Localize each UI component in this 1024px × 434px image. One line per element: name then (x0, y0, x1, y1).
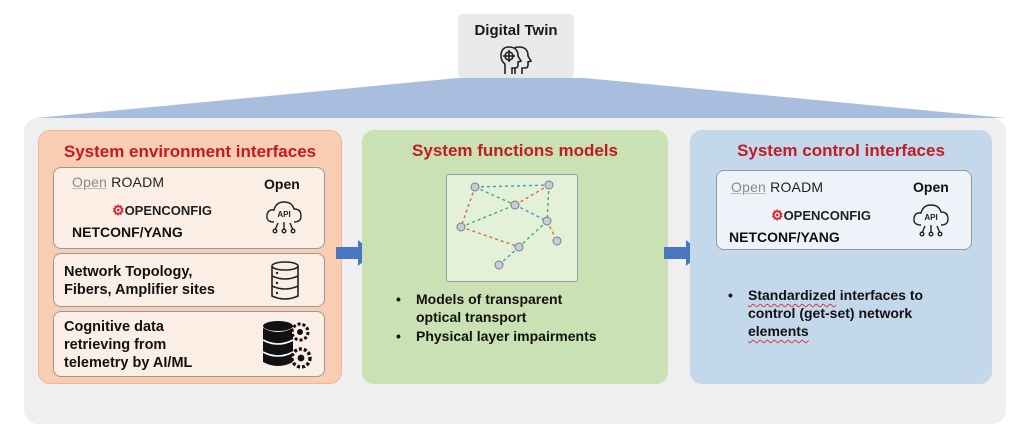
open-api-label: Open (264, 176, 300, 192)
right-netconf-yang-label: NETCONF/YANG (729, 229, 840, 245)
functions-bullet-1: • Models of transparent optical transpor… (396, 291, 563, 325)
cognitive-line-1: Cognitive data (64, 319, 164, 335)
right-api-cloud-icon: API (913, 204, 949, 237)
openconfig-logo: ⚙OPENCONFIG (112, 202, 212, 218)
netconf-yang-label: NETCONF/YANG (72, 224, 183, 240)
functions-bullet-list: • Models of transparent optical transpor… (390, 290, 660, 345)
cognitive-line-3: telemetry by AI/ML (64, 355, 193, 371)
network-graph-frame (446, 174, 578, 282)
api-text: API (277, 210, 290, 219)
system-functions-panel: System functions models (362, 130, 668, 384)
mid-panel-title: System functions models (412, 141, 618, 160)
right-open-api-label: Open (913, 179, 949, 195)
roof-trapezoid (36, 78, 1006, 118)
control-bullet-1: • Standardized interfaces to control (ge… (728, 287, 924, 339)
digital-twin-box: Digital Twin (458, 14, 574, 78)
control-bullet-list: • Standardized interfaces to control (ge… (722, 286, 982, 340)
database-gears-icon (262, 321, 312, 369)
right-openconfig-gear-icon: ⚙ (771, 207, 784, 223)
right-api-text: API (924, 213, 937, 222)
left-panel-title: System environment interfaces (63, 142, 317, 161)
openroadm-logo: Open ROADM (72, 174, 165, 190)
right-panel-title: System control interfaces (737, 141, 945, 160)
right-openroadm-logo: Open ROADM (731, 179, 824, 195)
network-graph-icon (456, 180, 562, 270)
system-control-panel: System control interfaces Open ROADM ⚙OP… (690, 130, 992, 384)
database-icon (271, 261, 299, 300)
right-standards-card: Open ROADM ⚙OPENCONFIG NETCONF/YANG Open… (716, 170, 972, 250)
digital-twin-title: Digital Twin (474, 22, 558, 39)
system-environment-panel: System environment interfaces Open ROADM… (38, 130, 342, 384)
functions-bullet-2: • Physical layer impairments (396, 328, 597, 344)
api-cloud-icon: API (266, 201, 302, 234)
digital-twin-heads-icon (500, 46, 533, 74)
cognitive-card: Cognitive data retrieving from telemetry… (53, 311, 325, 377)
topology-line-1: Network Topology, (64, 264, 193, 280)
topology-card: Network Topology, Fibers, Amplifier site… (53, 253, 325, 307)
left-standards-card: Open ROADM ⚙OPENCONFIG NETCONF/YANG Open… (53, 167, 325, 249)
openconfig-gear-icon: ⚙ (112, 202, 125, 218)
topology-line-2: Fibers, Amplifier sites (64, 282, 215, 298)
cognitive-line-2: retrieving from (64, 337, 167, 353)
right-openconfig-logo: ⚙OPENCONFIG (771, 207, 871, 223)
